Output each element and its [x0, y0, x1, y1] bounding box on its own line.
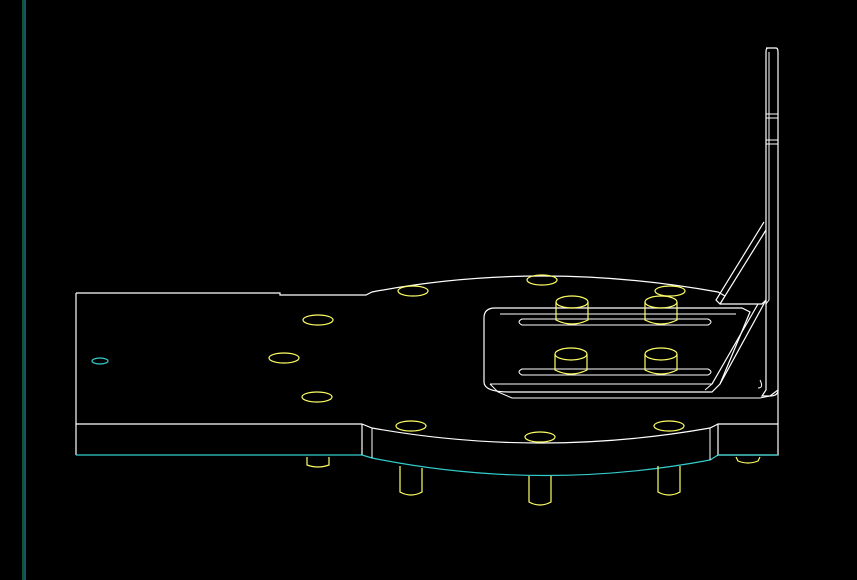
pin-below [399, 466, 423, 496]
plate-top-outline [76, 275, 726, 297]
plate-right-top [769, 389, 779, 397]
hole-ellipse [302, 314, 334, 326]
hole-ellipse [654, 285, 686, 297]
hole-ellipse [526, 274, 558, 286]
bracket-base-outline [483, 307, 751, 393]
right-block-outline [717, 423, 779, 456]
small-hole-cyan [91, 357, 109, 365]
hole-ellipse [397, 285, 429, 297]
bracket-gusset [715, 221, 767, 305]
cylinder [644, 295, 678, 325]
slot-lower [518, 368, 712, 376]
hole-ellipse [524, 431, 556, 443]
hole-ellipse [395, 420, 427, 432]
bracket-vertical-leg-inner [765, 52, 770, 305]
hole-ellipse [653, 420, 685, 432]
pin-below [735, 456, 761, 464]
cylinder [555, 295, 589, 325]
bracket-base-lower-edge [489, 383, 771, 399]
hole-ellipse [301, 391, 333, 403]
bracket-vertical-leg [760, 47, 779, 397]
bracket-flange-diagonal [711, 299, 767, 385]
slot-upper [518, 318, 712, 326]
pin-below [528, 476, 552, 506]
hole-ellipse [268, 352, 300, 364]
cylinder [644, 347, 678, 375]
bracket-corner-hook [757, 379, 763, 389]
cylinder [554, 347, 588, 375]
pin-below [306, 457, 330, 468]
pin-below [657, 466, 681, 496]
plate-curved-front-top [361, 423, 719, 444]
plate-curved-front-bottom [361, 454, 719, 477]
